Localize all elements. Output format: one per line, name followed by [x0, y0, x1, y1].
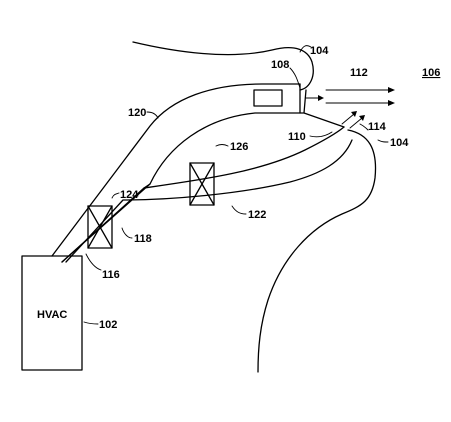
defrost-arrows-114: [341, 111, 365, 129]
duct-122-lower: [65, 139, 353, 263]
vent-108: [253, 89, 283, 107]
hvac-unit-102: [21, 255, 83, 371]
ref-108: 108: [271, 59, 289, 71]
airflow-arrows-112: [305, 87, 395, 106]
ref-126: 126: [230, 141, 248, 153]
ref-120: 120: [128, 107, 146, 119]
vehicle-dash-contour: [257, 129, 377, 373]
ref-106: 106: [422, 67, 440, 79]
ref-102: 102: [99, 319, 117, 331]
duct-122-upper: [143, 126, 345, 189]
ref-122: 122: [248, 209, 266, 221]
ref-110: 110: [288, 131, 306, 143]
ref-124: 124: [120, 189, 139, 201]
ref-104-top: 104: [310, 45, 329, 57]
ref-116: 116: [102, 269, 120, 281]
damper-124: [87, 205, 113, 249]
vehicle-roof-contour: [132, 41, 314, 91]
leader-lines: [83, 45, 389, 325]
ref-104-right: 104: [390, 137, 409, 149]
hvac-label: HVAC: [37, 309, 67, 321]
outlet-housing: [299, 83, 345, 128]
ref-112: 112: [350, 67, 368, 79]
duct-120-outer: [51, 83, 301, 257]
damper-126: [189, 162, 215, 206]
ref-118: 118: [134, 233, 152, 245]
ref-114: 114: [368, 121, 387, 133]
duct-118: [61, 183, 151, 263]
